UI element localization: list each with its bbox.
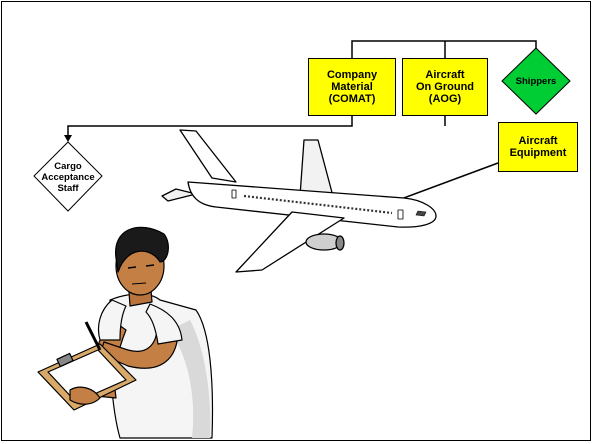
arrowhead-cargo	[64, 135, 72, 142]
worker-with-clipboard	[38, 227, 212, 438]
aircraft-equipment-box: Aircraft Equipment	[498, 122, 578, 172]
bottom-connector	[68, 115, 352, 137]
aog-box: Aircraft On Ground (AOG)	[402, 58, 488, 116]
cargo-acceptance-label: Cargo Acceptance Staff	[34, 158, 102, 196]
comat-box: Company Material (COMAT)	[308, 58, 396, 116]
top-connector	[352, 41, 536, 58]
shippers-label: Shippers	[502, 70, 570, 92]
airplane-icon	[162, 130, 436, 272]
